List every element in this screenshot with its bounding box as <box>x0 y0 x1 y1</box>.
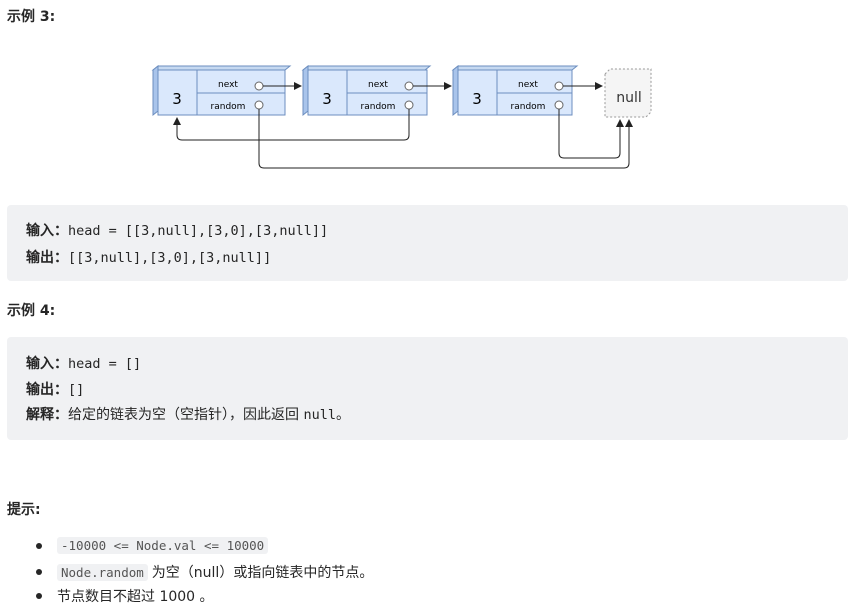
hint-code: Node.random <box>57 563 148 581</box>
list-node-3: 3 next random <box>451 64 579 117</box>
next-field: next <box>518 80 538 90</box>
hint-code: -10000 <= Node.val <= 10000 <box>57 537 269 554</box>
random-field: random <box>361 102 396 112</box>
input-value: head = [[3,null],[3,0],[3,null]] <box>68 223 329 239</box>
input-value: head = [] <box>68 356 142 372</box>
explain-label: 解释： <box>26 407 68 423</box>
random-field: random <box>211 102 246 112</box>
example-4-code-block: 输入：head = [] 输出：[] 解释：给定的链表为空（空指针），因此返回 … <box>7 337 848 440</box>
output-label: 输出： <box>26 250 68 266</box>
bullet-icon <box>36 593 42 599</box>
input-label: 输入： <box>26 223 68 239</box>
bullet-icon <box>36 542 42 549</box>
list-node-2: 3 next random <box>301 64 432 117</box>
bullet-icon <box>36 569 42 575</box>
node-value: 3 <box>472 90 482 108</box>
hints-title: 提示: <box>7 502 41 518</box>
example-3-code-block: 输入：head = [[3,null],[3,0],[3,null]] 输出：[… <box>7 205 848 281</box>
null-node: null <box>604 68 652 118</box>
next-field: next <box>368 80 388 90</box>
example-3-title: 示例 3: <box>7 9 56 25</box>
hint-text: 节点数目不超过 1000 。 <box>57 589 214 605</box>
output-label: 输出： <box>26 382 68 398</box>
hint-item: -10000 <= Node.val <= 10000 <box>36 537 272 554</box>
explain-code: null <box>303 407 336 423</box>
input-label: 输入： <box>26 356 68 372</box>
node-value: 3 <box>172 90 182 108</box>
pointer-arrows <box>173 82 633 169</box>
hint-item: 节点数目不超过 1000 。 <box>36 586 214 606</box>
hint-text: 为空（null）或指向链表中的节点。 <box>151 565 374 581</box>
random-field: random <box>511 102 546 112</box>
node-value: 3 <box>322 90 332 108</box>
explain-text: 给定的链表为空（空指针），因此返回 <box>68 407 304 423</box>
example-4-title: 示例 4: <box>7 303 56 319</box>
output-value: [] <box>68 382 85 398</box>
null-label: null <box>616 90 642 106</box>
list-node-1: 3 next random <box>151 64 292 117</box>
explain-end: 。 <box>335 407 350 423</box>
linked-list-diagram: 3 next random 3 next random 3 next rando… <box>151 64 652 169</box>
output-value: [[3,null],[3,0],[3,null]] <box>68 250 272 266</box>
next-field: next <box>218 80 238 90</box>
